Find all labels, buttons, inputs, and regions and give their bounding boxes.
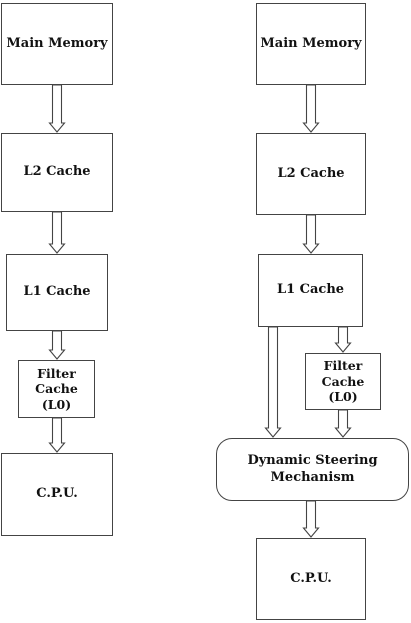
arrow-left-filter-to-cpu <box>48 417 66 453</box>
dynamic-steering-label: Dynamic Steering Mechanism <box>247 453 378 485</box>
right-l2-cache-box: L2 Cache <box>256 133 366 215</box>
right-filter-cache-box: Filter Cache (L0) <box>305 353 381 410</box>
arrow-right-filter-to-steering <box>334 409 352 438</box>
right-l1-cache-label: L1 Cache <box>276 282 345 298</box>
left-cpu-box: C.P.U. <box>1 453 113 536</box>
arrow-left-memory-to-l2 <box>48 84 66 133</box>
arrow-right-l2-to-l1 <box>302 214 320 254</box>
right-main-memory-box: Main Memory <box>256 3 366 85</box>
arrow-left-l1-to-filter <box>48 330 66 360</box>
arrow-right-memory-to-l2 <box>302 84 320 133</box>
left-l2-cache-label: L2 Cache <box>23 164 91 180</box>
right-filter-cache-label: Filter Cache (L0) <box>321 358 365 405</box>
left-filter-cache-label: Filter Cache (L0) <box>35 365 78 412</box>
dynamic-steering-box: Dynamic Steering Mechanism <box>216 438 409 501</box>
right-cpu-label: C.P.U. <box>290 570 332 586</box>
arrow-right-steering-to-cpu <box>302 500 320 538</box>
left-l1-cache-box: L1 Cache <box>6 254 108 331</box>
left-l1-cache-label: L1 Cache <box>23 284 91 300</box>
left-cpu-label: C.P.U. <box>36 486 78 502</box>
arrow-right-l1-to-steering <box>264 326 282 438</box>
right-l1-cache-box: L1 Cache <box>258 254 363 327</box>
right-cpu-box: C.P.U. <box>256 538 366 620</box>
right-l2-cache-label: L2 Cache <box>277 165 345 181</box>
left-filter-cache-box: Filter Cache (L0) <box>18 360 95 418</box>
left-main-memory-label: Main Memory <box>6 35 108 51</box>
left-main-memory-box: Main Memory <box>1 3 113 85</box>
left-l2-cache-box: L2 Cache <box>1 133 113 212</box>
right-main-memory-label: Main Memory <box>260 35 362 51</box>
arrow-left-l2-to-l1 <box>48 211 66 254</box>
arrow-right-l1-to-filter <box>334 326 352 353</box>
